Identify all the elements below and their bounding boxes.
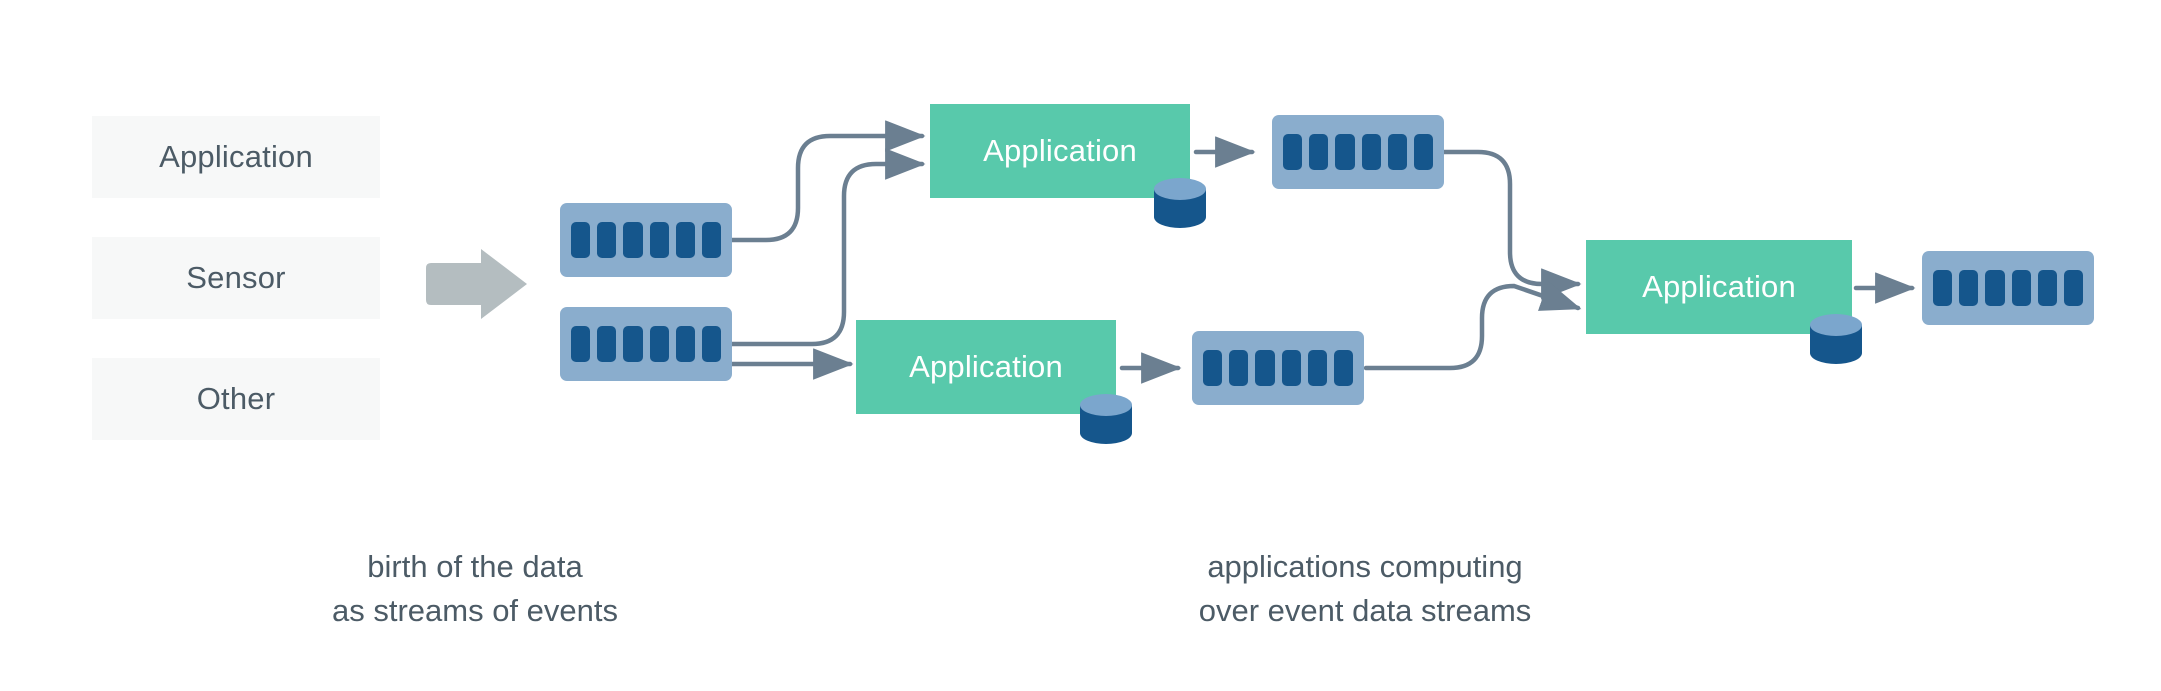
source-label: Application <box>159 139 313 174</box>
caption-right-line1: applications computing <box>1207 549 1523 584</box>
stream-bar <box>1361 133 1381 171</box>
source-label: Sensor <box>186 260 286 295</box>
stream-bar <box>1255 349 1275 387</box>
caption-left-line1: birth of the data <box>367 549 583 584</box>
stream-bar <box>1959 269 1979 307</box>
stream-bar <box>1387 133 1407 171</box>
stream-bar <box>701 325 722 363</box>
stream-bar <box>675 325 695 363</box>
stream-bar <box>1281 349 1301 387</box>
application-box-final[interactable]: Application <box>1586 240 1852 334</box>
database-icon-app-final <box>1808 314 1864 364</box>
stream-bar <box>2037 269 2057 307</box>
stream-bar <box>2011 269 2031 307</box>
connector-stream1-to-app-top <box>728 120 926 243</box>
connector-stream2-to-app-top <box>728 148 926 347</box>
connector-stream4-to-app-final <box>1363 281 1582 371</box>
stream-bar <box>675 221 695 259</box>
application-label: Application <box>1642 269 1796 304</box>
source-box-other[interactable]: Other <box>92 358 380 440</box>
stream-bar <box>701 221 722 259</box>
application-label: Application <box>983 133 1137 168</box>
stream-icon-source-top[interactable] <box>560 203 732 277</box>
source-label: Other <box>196 381 276 416</box>
database-icon-app-bottom <box>1078 394 1134 444</box>
stream-bar <box>1229 349 1249 387</box>
caption-right: applications computing over event data s… <box>1070 545 1660 633</box>
database-icon-app-top <box>1152 178 1208 228</box>
stream-bar <box>1413 133 1434 171</box>
stream-icon-app-bottom-output[interactable] <box>1192 331 1364 405</box>
stream-icon-app-final-output[interactable] <box>1922 251 2094 325</box>
caption-right-line2: over event data streams <box>1198 593 1532 629</box>
stream-icon-app-top-output[interactable] <box>1272 115 1444 189</box>
stream-bar <box>1933 269 1953 307</box>
application-label: Application <box>909 349 1063 384</box>
stream-bar <box>623 221 643 259</box>
stream-bar <box>1335 133 1355 171</box>
stream-bar <box>1333 349 1354 387</box>
stream-bar <box>623 325 643 363</box>
stream-bar <box>1307 349 1327 387</box>
source-box-application[interactable]: Application <box>92 116 380 198</box>
stream-bar <box>597 325 617 363</box>
stream-bar <box>1203 349 1223 387</box>
connector-stream3-to-app-final <box>1437 149 1582 300</box>
caption-left: birth of the data as streams of events <box>160 545 790 633</box>
caption-left-line2: as streams of events <box>331 593 618 629</box>
stream-bar <box>1309 133 1329 171</box>
application-box-top[interactable]: Application <box>930 104 1190 198</box>
stream-bar <box>2063 269 2084 307</box>
stream-bar <box>597 221 617 259</box>
ingest-block-arrow <box>418 248 528 320</box>
stream-bar <box>1985 269 2005 307</box>
stream-bar <box>1283 133 1303 171</box>
stream-bar <box>571 325 591 363</box>
stream-bar <box>649 221 669 259</box>
stream-bar <box>649 325 669 363</box>
stream-icon-source-bottom[interactable] <box>560 307 732 381</box>
application-box-bottom[interactable]: Application <box>856 320 1116 414</box>
stream-bar <box>571 221 591 259</box>
source-box-sensor[interactable]: Sensor <box>92 237 380 319</box>
